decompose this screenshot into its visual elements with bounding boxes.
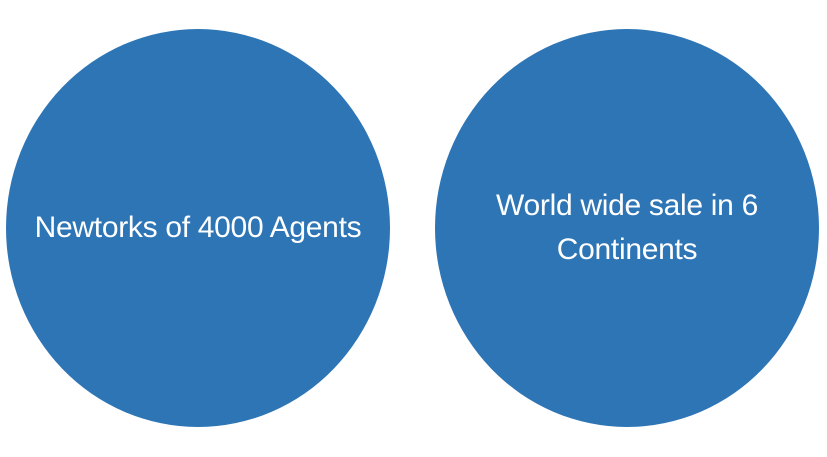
circle-worldwide-sale-label: World wide sale in 6 Continents: [496, 189, 758, 266]
circle-networks-label: Newtorks of 4000 Agents: [34, 211, 362, 244]
circle-networks: Newtorks of 4000 Agents: [6, 29, 390, 427]
circle-worldwide-sale: World wide sale in 6 Continents: [435, 29, 819, 427]
